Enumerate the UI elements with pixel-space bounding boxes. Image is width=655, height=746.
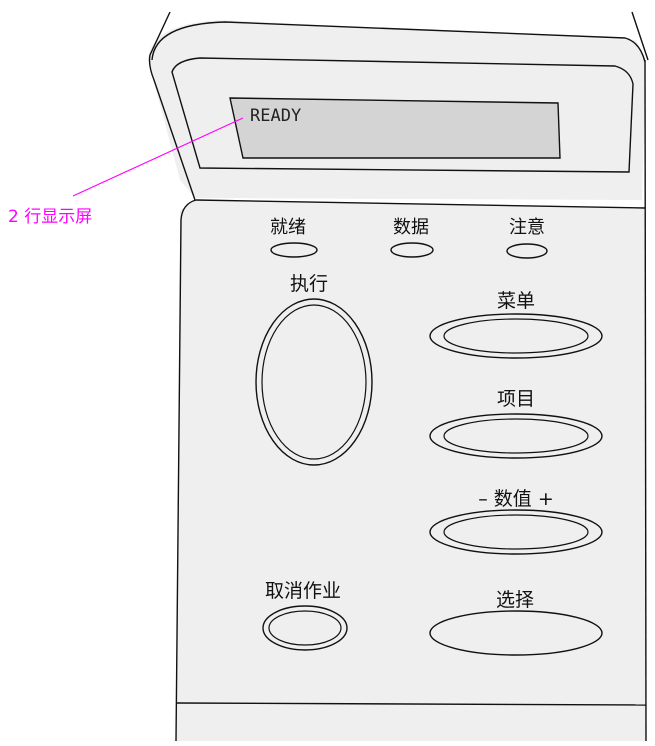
indicator-data-label: 数据 <box>393 217 429 238</box>
item-button-label: 项目 <box>497 388 535 410</box>
value-button[interactable] <box>429 509 603 555</box>
select-button[interactable] <box>429 610 603 656</box>
indicator-data-light <box>390 242 434 258</box>
keypad-panel-bottom-line <box>175 702 647 706</box>
value-button-label: – 数值 + <box>478 488 554 510</box>
display-bezel-inner-edge <box>171 57 634 173</box>
indicator-ready-light <box>270 242 318 258</box>
lcd-text: READY <box>250 106 301 126</box>
keypad-panel <box>176 200 646 741</box>
lcd-window <box>229 97 561 159</box>
display-housing-outline <box>148 11 196 201</box>
go-button-label: 执行 <box>290 273 328 295</box>
cancel-job-button[interactable] <box>262 605 348 651</box>
indicator-attention-label: 注意 <box>509 217 545 238</box>
indicator-ready-label: 就绪 <box>270 217 306 238</box>
callout-leader-line <box>72 117 244 197</box>
keypad-panel-outline <box>195 199 646 209</box>
menu-button[interactable] <box>429 313 603 359</box>
keypad-panel-left-edge <box>175 199 197 742</box>
menu-button-label: 菜单 <box>497 290 535 312</box>
indicator-attention-light <box>506 243 548 259</box>
item-button[interactable] <box>429 413 603 459</box>
callout-label: 2 行显示屏 <box>8 207 92 227</box>
cancel-job-button-label: 取消作业 <box>265 580 341 602</box>
select-button-label: 选择 <box>496 589 534 611</box>
housing-right-edge-upper <box>631 11 649 61</box>
display-bezel-top-edge <box>151 21 646 63</box>
go-button[interactable] <box>255 298 373 466</box>
keypad-panel-right-edge <box>644 59 647 742</box>
